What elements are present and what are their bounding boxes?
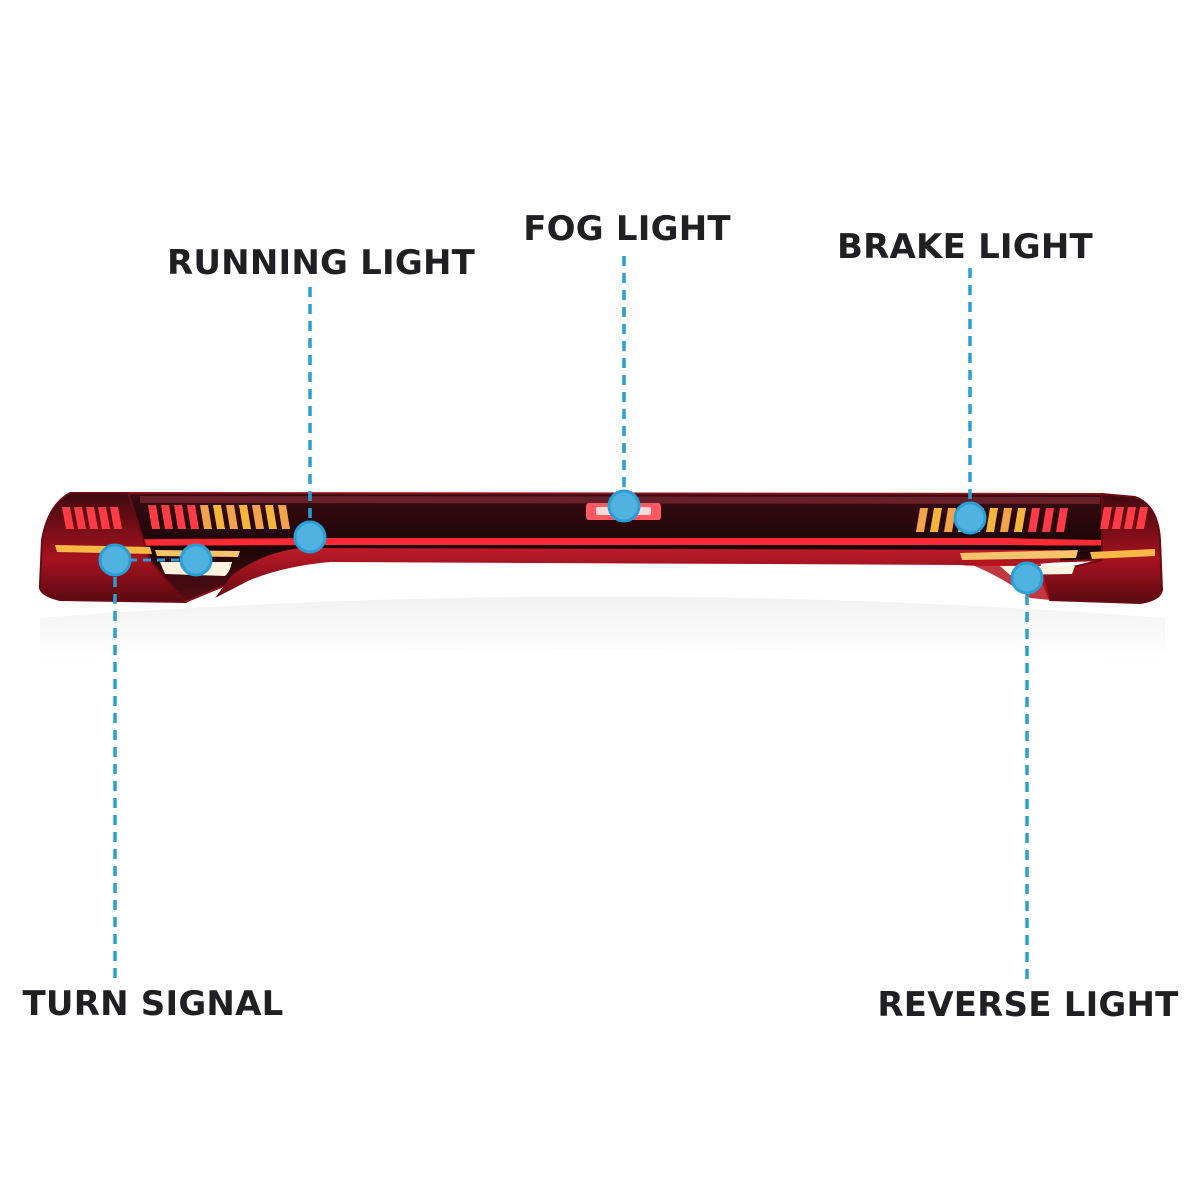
running-light-marker xyxy=(293,520,327,554)
turn-signal-marker-outer xyxy=(98,543,132,577)
left-chevron-led xyxy=(239,505,251,529)
brake-light-marker xyxy=(953,501,987,535)
brake-light-label: BRAKE LIGHT xyxy=(837,227,1093,267)
floor-reflection xyxy=(40,596,1165,660)
callout-reverse-light: REVERSE LIGHT xyxy=(877,561,1179,1025)
left-corner-chevron-led xyxy=(110,507,122,529)
fog-light-label: FOG LIGHT xyxy=(523,209,731,249)
left-corner-chevron-led xyxy=(62,507,74,529)
left-chevron-led xyxy=(187,505,199,529)
left-chevron-leds xyxy=(148,505,290,529)
right-chevron-led xyxy=(930,508,942,532)
right-chevron-led xyxy=(944,508,956,532)
tail-light-assembly xyxy=(38,491,1164,605)
reverse-light-marker xyxy=(1010,561,1044,595)
left-corner-chevron-leds xyxy=(62,507,122,529)
reverse-light-label: REVERSE LIGHT xyxy=(877,985,1179,1025)
left-chevron-led xyxy=(148,505,160,529)
right-chevron-led xyxy=(1056,508,1068,532)
right-amber-strip-inner xyxy=(960,550,1078,560)
left-corner-chevron-led xyxy=(74,507,86,529)
left-chevron-led xyxy=(278,505,290,529)
left-corner-chevron-led xyxy=(98,507,110,529)
center-bar-skirt xyxy=(215,548,1060,598)
fog-light-marker xyxy=(607,489,641,523)
callout-fog-light: FOG LIGHT xyxy=(523,209,731,523)
left-chevron-led xyxy=(161,505,173,529)
right-corner-chevron-led xyxy=(1136,507,1148,529)
turn-signal-marker-inner xyxy=(179,543,213,577)
right-corner-chevron-led xyxy=(1100,507,1112,529)
callout-brake-light: BRAKE LIGHT xyxy=(837,227,1093,535)
left-chevron-led xyxy=(252,505,264,529)
left-chevron-led xyxy=(213,505,225,529)
right-corner-chevron-led xyxy=(1112,507,1124,529)
right-chevron-led xyxy=(1042,508,1054,532)
callout-running-light: RUNNING LIGHT xyxy=(167,243,476,554)
right-corner-chevron-leds xyxy=(1100,507,1148,529)
left-chevron-led xyxy=(226,505,238,529)
right-chevron-led xyxy=(986,508,998,532)
right-turn-signal-strip xyxy=(1090,549,1155,559)
callout-turn-signal: TURN SIGNAL xyxy=(23,543,284,1024)
left-corner-chevron-led xyxy=(86,507,98,529)
left-chevron-led xyxy=(265,505,277,529)
right-chevron-led xyxy=(916,508,928,532)
right-corner-chevron-led xyxy=(1124,507,1136,529)
running-light-label: RUNNING LIGHT xyxy=(167,243,476,283)
right-chevron-led xyxy=(1000,508,1012,532)
right-chevron-led xyxy=(1028,508,1040,532)
left-chevron-led xyxy=(174,505,186,529)
right-chevron-led xyxy=(1014,508,1026,532)
running-light-strip xyxy=(55,538,1150,546)
left-chevron-led xyxy=(200,505,212,529)
turn-signal-label: TURN SIGNAL xyxy=(23,984,284,1024)
